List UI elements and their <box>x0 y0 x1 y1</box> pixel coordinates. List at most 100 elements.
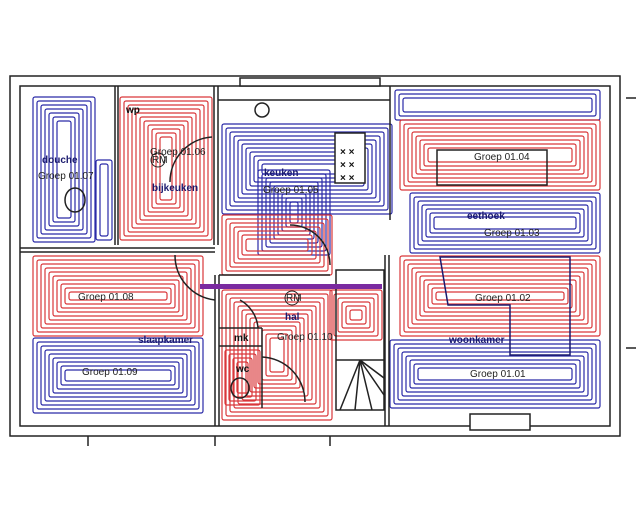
room-label-woonkamer: woonkamer <box>448 335 505 346</box>
heating-pipe-loop <box>229 131 385 207</box>
heating-coils <box>32 89 601 421</box>
heating-pipe-loop <box>56 279 180 313</box>
sofa <box>439 256 571 356</box>
room-label-eethoek: eethoek <box>467 211 505 222</box>
heating-pipe-loop <box>64 369 172 382</box>
heating-pipe-loop <box>405 355 585 393</box>
heating-pipe-loop <box>415 271 585 321</box>
heating-pipe-loop <box>143 120 189 217</box>
room-label-hal: hal <box>285 312 300 323</box>
heating-pipe-loop <box>253 321 301 389</box>
group-label-0102: Groep 01.02 <box>475 293 531 304</box>
heating-pipe-loop <box>389 339 601 409</box>
door-swing <box>169 136 213 183</box>
heating-pipe-loop <box>397 347 593 401</box>
group-label-0110: Groep 01.10 <box>277 332 333 343</box>
heating-pipe-loop <box>56 361 180 390</box>
heating-pipe-loop <box>99 163 109 237</box>
heating-pipe-loop <box>417 200 593 246</box>
window <box>239 77 381 87</box>
heating-pipe-loop <box>423 279 577 313</box>
drain-icon <box>254 102 270 118</box>
room-label-wc: wc <box>235 364 250 375</box>
rm-label: RM <box>152 155 168 166</box>
group-label-0103: Groep 01.03 <box>484 228 540 239</box>
door-swing <box>174 254 216 301</box>
heating-pipe-loop <box>413 363 577 385</box>
manifold-pipes <box>200 284 382 289</box>
heating-pipe-loop <box>60 283 176 309</box>
dining-table <box>436 149 548 186</box>
heating-pipe-loop <box>48 112 80 227</box>
heating-pipe-loop <box>52 357 184 394</box>
heating-pipe-loop <box>237 139 377 199</box>
room-label-mk: mk <box>234 333 249 344</box>
heating-pipe-loop <box>60 365 176 386</box>
room-label-slaapkamer: slaapkamer <box>138 335 193 346</box>
heating-pipe-loop <box>127 104 205 233</box>
heating-pipe-loop <box>257 169 331 256</box>
heating-pipe-loop <box>48 353 188 398</box>
room-label-wp: wp <box>125 105 140 116</box>
heating-pipe-loop <box>225 218 329 272</box>
room-label-douche: douche <box>42 155 78 166</box>
heating-pipe-loop <box>32 96 96 243</box>
heating-pipe-loop <box>407 127 593 183</box>
heating-pipe-loop <box>40 104 88 235</box>
walls <box>9 75 636 446</box>
group-label-0106: Groep 01.06 <box>150 147 206 158</box>
heating-pipe-loop <box>44 267 192 325</box>
heating-pipe-loop <box>131 108 201 229</box>
heating-pipe-loop <box>407 263 593 329</box>
heating-pipe-loop <box>236 361 249 394</box>
heating-pipe-loop <box>433 216 577 230</box>
heating-pipe-loop <box>421 204 589 242</box>
heating-pipe-loop <box>40 345 196 406</box>
heating-pipe-loop <box>237 230 317 260</box>
heating-pipe-loop <box>229 297 325 413</box>
heating-pipe-loop <box>417 367 573 381</box>
door-swing <box>289 224 331 266</box>
heating-pipe-loop <box>269 181 319 244</box>
heating-pipe-loop <box>95 159 113 241</box>
stairs-steps <box>336 359 385 411</box>
heating-pipe-loop <box>245 238 309 252</box>
group-label-0104: Groep 01.04 <box>474 152 530 163</box>
heating-pipe-loop <box>155 132 177 205</box>
heating-pipe-loop <box>123 100 209 237</box>
staircase <box>335 269 385 411</box>
heating-pipe-loop <box>52 275 184 317</box>
heating-pipe-loop <box>349 309 363 321</box>
group-label-0105: Groep 01.05 <box>263 185 319 196</box>
heating-pipe-loop <box>139 116 193 221</box>
toilet-icon <box>230 377 250 399</box>
heating-pipe-loop <box>398 93 597 117</box>
heating-pipe-loop <box>56 120 72 219</box>
heating-pipe-loop <box>401 351 589 397</box>
heating-pipe-loop <box>228 353 257 402</box>
group-label-0108: Groep 01.08 <box>78 292 134 303</box>
heating-pipe-loop <box>435 291 565 301</box>
heating-pipe-loop <box>329 289 383 341</box>
hob-burners: × × <box>340 173 355 184</box>
room-label-keuken: keuken <box>264 168 298 179</box>
heating-pipe-loop <box>393 343 597 405</box>
heating-pipe-loop <box>333 293 379 337</box>
heating-pipe-loop <box>431 287 569 305</box>
heating-pipe-loop <box>48 271 188 321</box>
group-label-0107: Groep 01.07 <box>38 171 94 182</box>
heating-pipe-loop <box>409 359 581 389</box>
heating-pipe-loop <box>415 135 585 175</box>
heating-pipe-loop <box>245 313 309 397</box>
heating-pipe-loop <box>44 108 84 231</box>
heating-pipe-loop <box>423 143 577 167</box>
heating-pipe-loop <box>419 275 581 317</box>
room-label-bijkeuken: bijkeuken <box>152 183 198 194</box>
heating-pipe-loop <box>225 293 329 417</box>
heating-pipe-loop <box>64 287 172 305</box>
heating-pipe-loop <box>265 333 289 377</box>
heating-pipe-loop <box>403 259 597 333</box>
heating-pipe-loop <box>337 297 375 333</box>
rm-label: RM <box>286 293 302 304</box>
